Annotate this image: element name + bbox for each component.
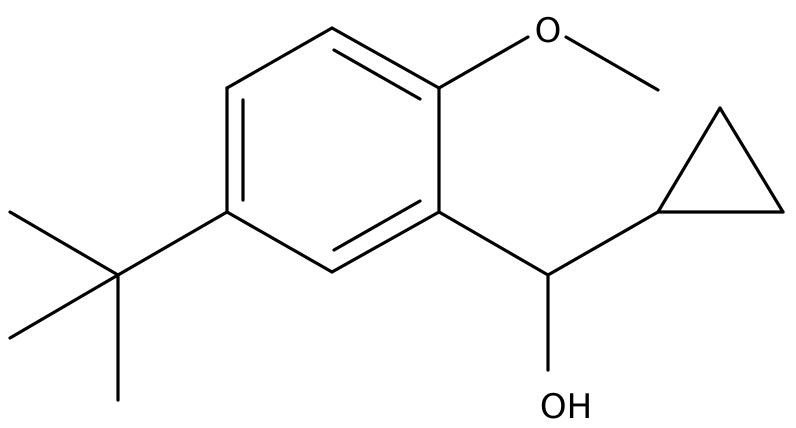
methoxy-oxygen-label: O [535, 11, 562, 51]
carbinol-group: OH [437, 210, 660, 427]
benzene-ring [225, 26, 441, 274]
bond-ring-to-carbinol [437, 210, 550, 277]
bond-tbutyl-methyl-upper [8, 210, 120, 277]
ring-bond-lower-right [330, 210, 441, 274]
methoxy-group: O [437, 11, 660, 92]
ring-double-bond-lower-right [332, 199, 422, 252]
tert-butyl-group [8, 210, 229, 402]
ring-double-bond-upper-right [332, 48, 422, 101]
cyclopropyl-ring [656, 106, 785, 214]
bond-tbutyl-methyl-lower-left [8, 273, 120, 340]
ring-bond-top [225, 26, 334, 90]
ring-bond-upper-right [330, 26, 441, 90]
ring-bond-lower-left [225, 210, 334, 274]
cyclopropyl-bond-right [718, 106, 785, 214]
bond-methoxy-o-to-methyl [564, 35, 660, 92]
cyclopropyl-bond-left [656, 106, 722, 214]
hydroxyl-label: OH [540, 387, 592, 427]
bond-ring-to-methoxy-o [437, 35, 530, 90]
bond-ring-to-quaternary-carbon [116, 210, 229, 277]
bond-carbinol-to-cyclopropyl [546, 210, 660, 277]
